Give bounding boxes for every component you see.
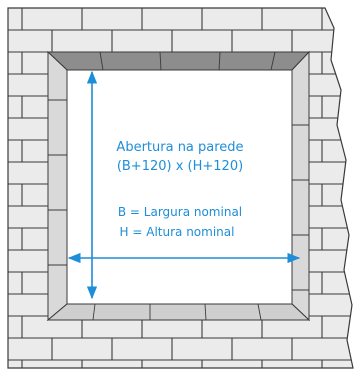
wall-outline [7, 7, 354, 369]
reveal-right [291, 50, 310, 322]
legend-width: B = Largura nominal [118, 205, 242, 219]
opening-title: Abertura na parede [116, 140, 243, 155]
wall-opening [66, 69, 293, 305]
opening-formula: (B+120) x (H+120) [117, 159, 243, 174]
reveal-bottom [46, 303, 311, 321]
legend-height: H = Altura nominal [120, 225, 235, 239]
reveal-left [47, 50, 68, 322]
reveal-top [46, 51, 311, 71]
